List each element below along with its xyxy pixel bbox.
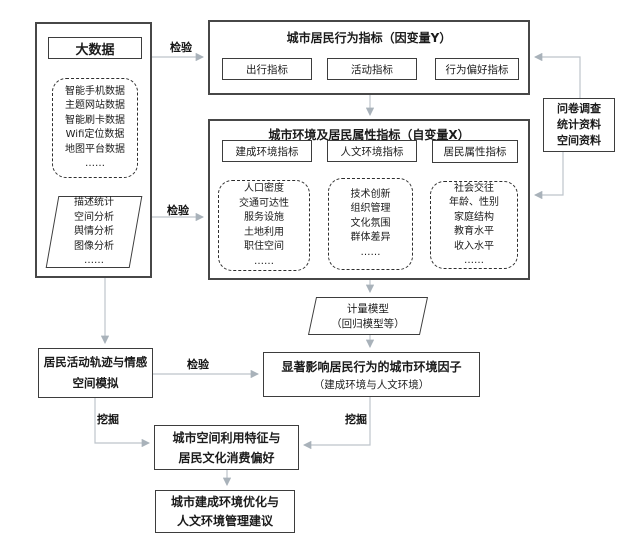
list-line: 计量模型 [347, 302, 389, 315]
environment-title: 城市环境及居民属性指标（自变量X） [268, 128, 470, 142]
list-line: 收入水平 [454, 240, 494, 252]
humanistic-env-label: 人文环境指标 [327, 140, 417, 162]
list-line: 土地利用 [244, 226, 284, 238]
list-line: 职住空间 [244, 241, 284, 252]
list-line: Wifi定位数据 [65, 129, 125, 140]
edge-survey-to-behavior [533, 52, 581, 98]
recommendation-box: 城市建成环境优化与人文环境管理建议 [155, 490, 295, 533]
list-line: …… [85, 158, 105, 169]
list-line: 统计资料 [557, 118, 601, 131]
list-line: 智能手机数据 [65, 85, 125, 97]
bigdata-methods-list: 描述统计空间分析舆情分析图像分析 …… [53, 196, 135, 269]
list-line: 群体差异 [350, 232, 391, 244]
bigdata-sources-box: 智能手机数据主题网站数据智能刷卡数据 Wifi定位数据地图平台数据 …… [52, 78, 138, 178]
list-line: 问卷调查 [557, 102, 601, 115]
edge-label-mine-right: 挖掘 [345, 413, 367, 426]
simulation-box: 居民活动轨迹与情感空间模拟 [38, 348, 153, 398]
humanistic-env-details: 技术创新组织管理文化氛围群体差异 …… [328, 178, 413, 270]
list-line: 社会交往 [454, 182, 494, 194]
model-parallelogram: 计量模型 （回归模型等） [307, 297, 429, 335]
list-line: 智能刷卡数据 [65, 114, 125, 126]
behavior-title: 城市居民行为指标（因变量Y） [286, 31, 452, 45]
list-line: 交通可达性 [239, 197, 289, 209]
indicator-travel: 出行指标 [222, 58, 312, 80]
list-line: 年龄、性别 [449, 197, 499, 208]
survey-box: 问卷调查统计资料空间资料 [543, 98, 615, 152]
indicator-activity: 活动指标 [327, 58, 417, 80]
bigdata-title-box: 大数据 [48, 37, 142, 59]
list-line: 图像分析 [74, 240, 114, 252]
list-line: 主题网站数据 [65, 100, 125, 111]
list-line: 空间模拟 [72, 376, 119, 390]
list-line: 居民活动轨迹与情感 [43, 355, 148, 369]
list-line: …… [360, 246, 381, 258]
list-line: 居民文化消费偏好 [178, 450, 275, 465]
factors-box: 显著影响居民行为的城市环境因子 （建成环境与人文环境） [263, 352, 480, 397]
list-line: …… [464, 255, 484, 266]
list-line: 空间分析 [74, 211, 114, 223]
bigdata-methods-parallelogram: 描述统计空间分析舆情分析图像分析 …… [45, 196, 143, 269]
list-line: …… [254, 255, 274, 267]
resident-attr-details: 社会交往年龄、性别家庭结构教育水平收入水平 …… [430, 181, 518, 269]
list-line: （回归模型等） [331, 317, 405, 329]
list-line: 技术创新 [350, 188, 391, 200]
edge-label-test-top: 检验 [170, 41, 192, 54]
built-env-details: 人口密度交通可达性服务设施土地利用职住空间 …… [218, 180, 310, 271]
edge-label-test-mid: 检验 [167, 204, 189, 217]
bigdata-title: 大数据 [75, 42, 115, 58]
list-line: 城市建成环境优化与 [170, 494, 279, 509]
list-line: 文化氛围 [350, 217, 391, 229]
list-line: 描述统计 [74, 196, 114, 208]
factors-title: 显著影响居民行为的城市环境因子 [281, 359, 462, 374]
list-line: …… [84, 254, 104, 266]
list-line: 城市空间利用特征与 [172, 430, 281, 445]
edge-label-test-bottom: 检验 [187, 358, 209, 371]
list-line: 服务设施 [244, 212, 284, 223]
indicator-preference: 行为偏好指标 [435, 58, 519, 80]
resident-attr-label: 居民属性指标 [432, 140, 518, 163]
list-line: 空间资料 [557, 134, 601, 147]
built-env-label: 建成环境指标 [222, 140, 312, 162]
list-line: 舆情分析 [74, 225, 114, 237]
edge-survey-to-environment [533, 152, 564, 200]
list-line: 组织管理 [350, 203, 391, 215]
features-box: 城市空间利用特征与居民文化消费偏好 [154, 425, 299, 470]
edge-label-mine-left: 挖掘 [97, 413, 119, 426]
list-line: 地图平台数据 [65, 143, 125, 155]
list-line: 人文环境管理建议 [176, 513, 273, 528]
behavior-box [208, 20, 530, 95]
model-lines: 计量模型 （回归模型等） [313, 302, 423, 331]
factors-subtitle: （建成环境与人文环境） [313, 378, 430, 391]
list-line: 人口密度 [244, 183, 284, 194]
list-line: 教育水平 [454, 226, 494, 237]
list-line: 家庭结构 [454, 211, 494, 223]
